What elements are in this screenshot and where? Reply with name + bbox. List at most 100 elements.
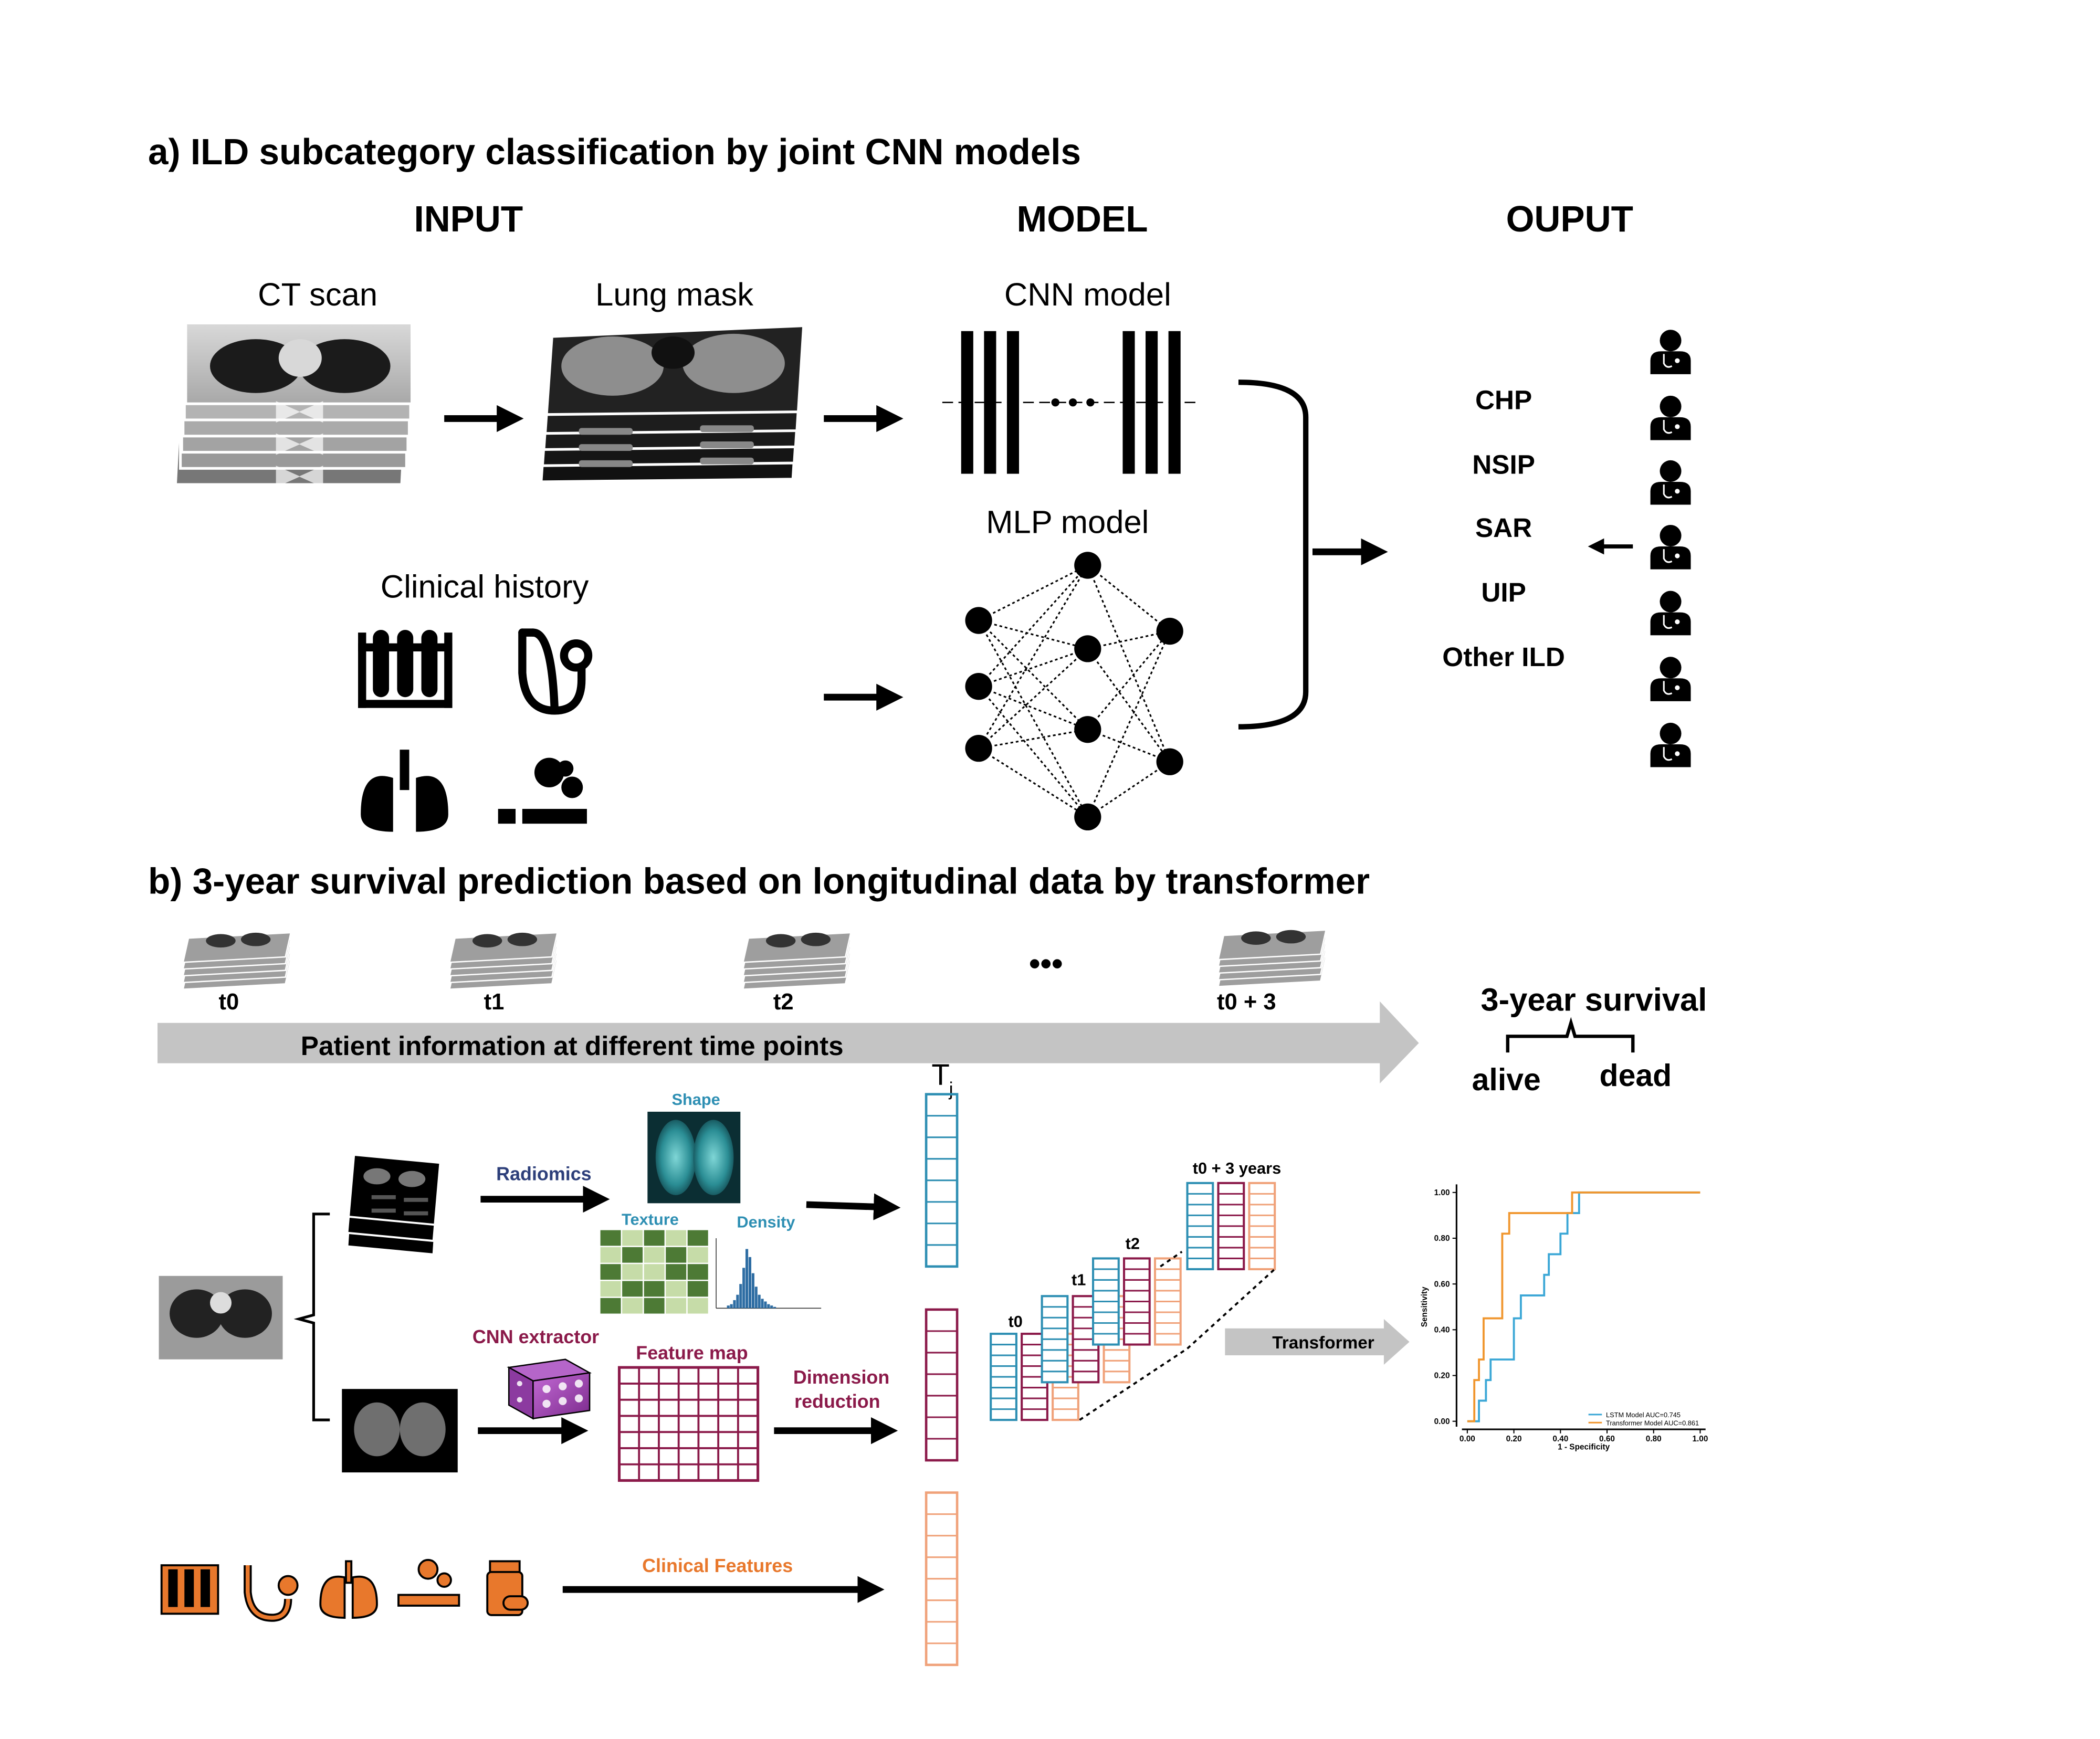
doctor-icon <box>1650 330 1691 374</box>
roc-y-tick-label: 0.60 <box>1434 1280 1450 1289</box>
mlp-connection <box>1087 564 1171 632</box>
stack-dotted-line-1 <box>1079 1347 1188 1421</box>
texture-cell <box>666 1281 687 1297</box>
texture-cell <box>622 1281 643 1297</box>
stack-label-t0: t0 <box>1009 1312 1023 1331</box>
timepoint-ct-icons <box>182 929 1327 990</box>
transformer-label: Transformer <box>1272 1333 1374 1353</box>
mask-stack-small-image <box>346 1153 442 1256</box>
texture-cell <box>600 1281 621 1297</box>
output-uip: UIP <box>1481 577 1526 607</box>
section-b-title: b) 3-year survival prediction based on l… <box>148 861 1370 902</box>
texture-cell <box>666 1230 687 1246</box>
mask-slice-image <box>342 1389 458 1473</box>
texture-cell <box>644 1247 665 1263</box>
feature-stack-t1 <box>1041 1295 1131 1384</box>
stethoscope-orange-icon <box>244 1565 299 1622</box>
tj-label: T <box>931 1058 949 1091</box>
texture-cell <box>622 1230 643 1246</box>
tj-clinical-block <box>925 1491 959 1667</box>
shape-label: Shape <box>671 1090 720 1109</box>
dimension-label-1: Dimension <box>793 1367 889 1388</box>
texture-cell <box>666 1247 687 1263</box>
lung-mask-stack-image <box>540 324 805 483</box>
texture-cell <box>644 1230 665 1246</box>
feature-map-border <box>617 1366 760 1482</box>
timepoint-t1: t1 <box>484 989 505 1015</box>
mlp-node <box>1074 716 1101 743</box>
mlp-connection <box>978 686 1088 731</box>
mlp-connection <box>978 648 1088 688</box>
tj-subscript: j <box>949 1079 953 1100</box>
texture-cell <box>600 1298 621 1314</box>
mlp-node <box>965 607 992 634</box>
output-header: OUPUT <box>1506 198 1633 239</box>
mlp-node <box>1074 552 1101 579</box>
section-a-title: a) ILD subcategory classification by joi… <box>148 131 1081 172</box>
stack-label-t0-plus-3: t0 + 3 years <box>1193 1159 1281 1177</box>
roc-y-tick-label: 0.80 <box>1434 1234 1450 1243</box>
density-bar <box>742 1268 746 1309</box>
survival-alive: alive <box>1472 1063 1541 1097</box>
density-bar <box>754 1287 758 1309</box>
roc-x-tick-label: 0.40 <box>1552 1435 1568 1443</box>
density-bar <box>761 1299 764 1309</box>
transformer-arrow <box>1225 1319 1410 1365</box>
mlp-network-diagram <box>965 552 1183 831</box>
tj-cnn-block-border <box>925 1308 959 1462</box>
arrow-radiomics-to-tj <box>806 1193 901 1220</box>
texture-cell <box>666 1264 687 1280</box>
lung-mask-label: Lung mask <box>595 277 753 313</box>
roc-x-tick-label: 0.60 <box>1599 1435 1615 1443</box>
density-bar <box>733 1300 736 1309</box>
output-class-list: CHP NSIP SAR UIP Other ILD <box>1442 385 1565 672</box>
expert-doctors-column <box>1650 330 1691 767</box>
doctor-icon <box>1650 722 1691 767</box>
survival-dead: dead <box>1600 1059 1672 1093</box>
doctor-icon <box>1650 657 1691 701</box>
texture-label: Texture <box>622 1210 679 1228</box>
mlp-connection <box>978 619 1088 650</box>
roc-legend-entry: LSTM Model AUC=0.745 <box>1606 1411 1681 1419</box>
roc-y-tick-label: 1.00 <box>1434 1188 1450 1197</box>
mini-ct-icon <box>1217 929 1327 987</box>
cnn-model-label: CNN model <box>1004 277 1171 313</box>
timeline-label: Patient information at different time po… <box>301 1031 844 1061</box>
output-chp: CHP <box>1475 385 1532 415</box>
density-bar <box>739 1284 742 1309</box>
stack-label-t1: t1 <box>1072 1271 1086 1289</box>
mini-ct-icon <box>448 932 559 990</box>
mlp-node <box>965 673 992 700</box>
output-sar: SAR <box>1475 513 1532 543</box>
tj-cnn-block <box>925 1308 959 1462</box>
density-bar <box>764 1301 767 1309</box>
texture-cell <box>600 1247 621 1263</box>
density-bar <box>745 1249 749 1309</box>
split-brace <box>293 1213 330 1421</box>
texture-cell <box>644 1264 665 1280</box>
doctor-icon <box>1650 460 1691 505</box>
mlp-node <box>965 734 992 762</box>
feature-stack-t3 <box>1186 1182 1276 1270</box>
texture-cell <box>622 1264 643 1280</box>
stethoscope-icon <box>518 628 593 715</box>
feature-map-label: Feature map <box>636 1343 748 1364</box>
shape-render-image <box>647 1111 741 1204</box>
dimension-label-2: reduction <box>794 1391 880 1412</box>
roc-y-axis-label: Sensitivity <box>1420 1287 1429 1327</box>
mini-ct-icon <box>182 932 292 990</box>
roc-y-tick-label: 0.40 <box>1434 1325 1450 1334</box>
texture-cell <box>622 1247 643 1263</box>
model-header: MODEL <box>1017 198 1148 239</box>
density-bar <box>767 1304 770 1309</box>
stack-dotted-line-3 <box>1186 1267 1277 1350</box>
roc-series-line <box>1467 1191 1700 1422</box>
ct-slice-image <box>159 1276 283 1359</box>
density-histogram-image <box>716 1238 822 1309</box>
output-other-ild: Other ILD <box>1442 642 1565 672</box>
survival-title: 3-year survival <box>1480 982 1707 1018</box>
mlp-connection <box>978 619 1088 730</box>
doctor-icon <box>1650 524 1691 570</box>
